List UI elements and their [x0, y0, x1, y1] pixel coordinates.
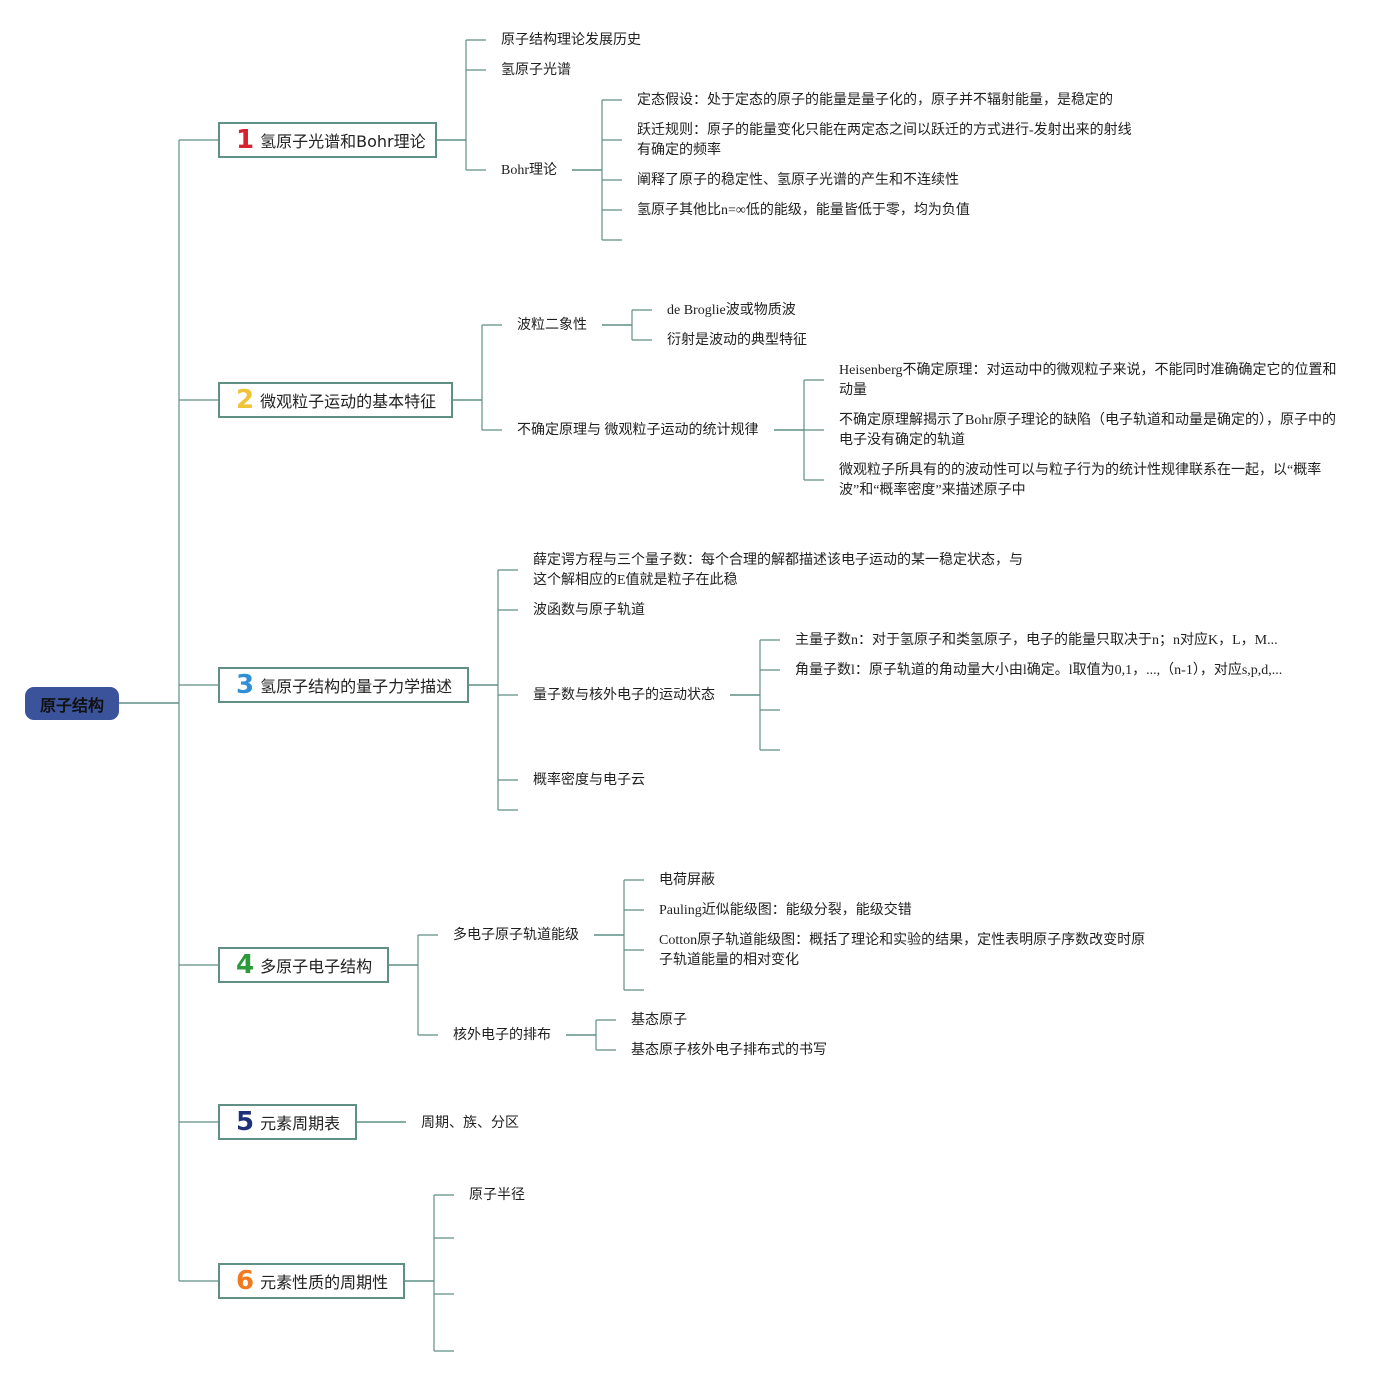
topic-quantum-numbers[interactable]: 量子数与核外电子的运动状态 — [533, 688, 715, 703]
bohr-detail[interactable]: 定态假设：处于定态的原子的能量是量子化的，原子并不辐射能量，是稳定的 — [637, 93, 1113, 108]
wave-particle-detail[interactable]: 衍射是波动的典型特征 — [667, 333, 807, 348]
quantum-number-detail[interactable]: 主量子数n：对于氢原子和类氢原子，电子的能量只取决于n；n对应K，L，M... — [795, 633, 1278, 648]
topic-bohr[interactable]: Bohr理论 — [501, 163, 557, 178]
topic-atomic-radius[interactable]: 原子半径 — [469, 1188, 525, 1203]
quantum-number-detail[interactable]: 角量子数l：原子轨道的角动量大小由l确定。l取值为0,1，...,（n-1），对… — [795, 663, 1283, 678]
bohr-detail[interactable]: 阐释了原子的稳定性、氢原子光谱的产生和不连续性 — [637, 173, 959, 188]
topic-uncertainty[interactable]: 不确定原理与 微观粒子运动的统计规律 — [517, 423, 759, 438]
branch-label: 元素周期表 — [260, 1114, 341, 1133]
branch-number: 3 — [236, 670, 255, 700]
branch-label: 元素性质的周期性 — [260, 1273, 389, 1292]
topic-history[interactable]: 原子结构理论发展历史 — [501, 33, 641, 48]
electron-config-detail[interactable]: 基态原子 — [631, 1013, 687, 1028]
bohr-detail[interactable]: 氢原子其他比n=∞低的能级，能量皆低于零，均为负值 — [637, 203, 970, 218]
orbital-level-detail[interactable]: Cotton原子轨道能级图：概括了理论和实验的结果，定性表明原子序数改变时原子轨… — [659, 933, 1146, 968]
topic-electron-config[interactable]: 核外电子的排布 — [453, 1028, 551, 1043]
topic-hydrogen-spectrum[interactable]: 氢原子光谱 — [501, 63, 571, 78]
branch-2-node[interactable]: 2 微观粒子运动的基本特征 — [218, 382, 453, 418]
root-node[interactable]: 原子结构 — [25, 687, 119, 720]
uncertainty-detail[interactable]: 不确定原理解揭示了Bohr原子理论的缺陷（电子轨道和动量是确定的），原子中的电子… — [839, 413, 1336, 448]
topic-wave-particle[interactable]: 波粒二象性 — [517, 318, 587, 333]
wave-particle-detail[interactable]: de Broglie波或物质波 — [667, 303, 796, 318]
branch-number: 6 — [236, 1266, 255, 1296]
branch-4-node[interactable]: 4 多原子电子结构 — [218, 947, 389, 983]
orbital-level-detail[interactable]: 电荷屏蔽 — [659, 873, 715, 888]
branch-label: 氢原子光谱和Bohr理论 — [260, 132, 426, 151]
bohr-detail[interactable]: 跃迁规则：原子的能量变化只能在两定态之间以跃迁的方式进行-发射出来的射线有确定的… — [637, 123, 1132, 158]
branch-label: 微观粒子运动的基本特征 — [260, 392, 437, 411]
branch-label: 多原子电子结构 — [260, 957, 373, 976]
branch-number: 1 — [236, 125, 255, 155]
branch-label: 氢原子结构的量子力学描述 — [260, 677, 453, 696]
branch-1-node[interactable]: 1 氢原子光谱和Bohr理论 — [218, 122, 437, 158]
branch-number: 4 — [236, 950, 255, 980]
branch-5-node[interactable]: 5 元素周期表 — [218, 1104, 357, 1140]
branch-number: 5 — [236, 1107, 255, 1137]
topic-orbital-levels[interactable]: 多电子原子轨道能级 — [453, 928, 579, 943]
topic-probability-density[interactable]: 概率密度与电子云 — [533, 773, 645, 788]
branch-3-node[interactable]: 3 氢原子结构的量子力学描述 — [218, 667, 469, 703]
branch-number: 2 — [236, 385, 255, 415]
root-label: 原子结构 — [39, 695, 104, 715]
topic-periodic-table[interactable]: 周期、族、分区 — [421, 1116, 519, 1131]
topic-schrodinger[interactable]: 薛定谔方程与三个量子数：每个合理的解都描述该电子运动的某一稳定状态，与这个解相应… — [533, 553, 1023, 588]
branch-6-node[interactable]: 6 元素性质的周期性 — [218, 1263, 405, 1299]
orbital-level-detail[interactable]: Pauling近似能级图：能级分裂，能级交错 — [659, 903, 912, 918]
uncertainty-detail[interactable]: 微观粒子所具有的的波动性可以与粒子行为的统计性规律联系在一起，以“概率波”和“概… — [839, 463, 1322, 498]
electron-config-detail[interactable]: 基态原子核外电子排布式的书写 — [631, 1043, 827, 1058]
uncertainty-detail[interactable]: Heisenberg不确定原理：对运动中的微观粒子来说，不能同时准确确定它的位置… — [839, 363, 1337, 398]
topic-wavefunction[interactable]: 波函数与原子轨道 — [533, 603, 645, 618]
